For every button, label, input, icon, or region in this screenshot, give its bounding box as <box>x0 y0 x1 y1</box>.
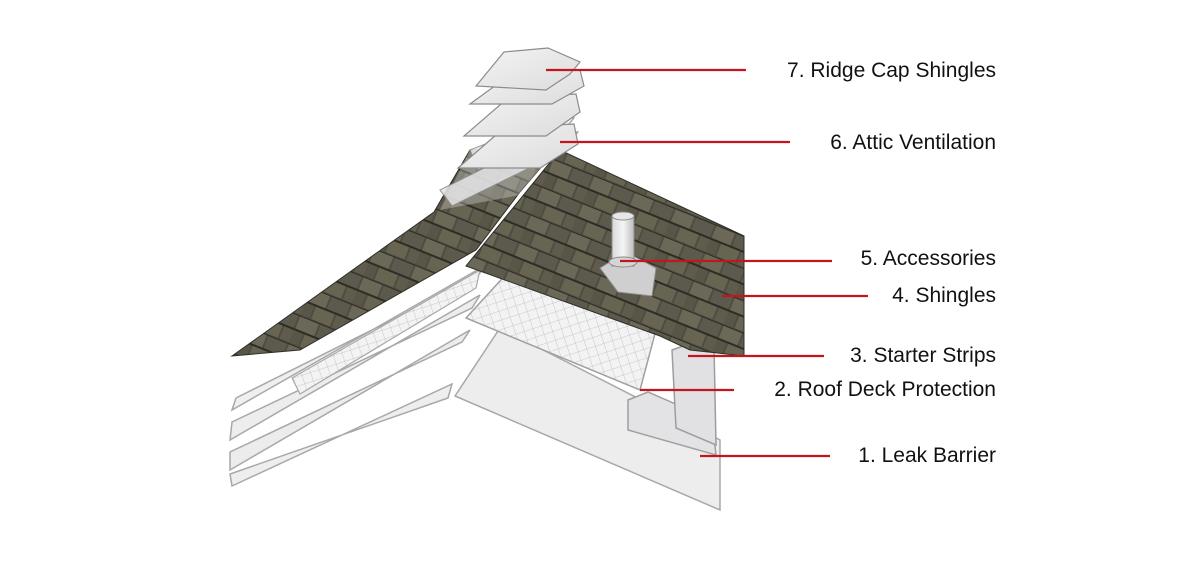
leader-lines <box>546 68 868 458</box>
label-accessories: 5. Accessories <box>861 247 996 270</box>
leak-barrier-sheet-left <box>229 382 454 488</box>
label-leak-barrier: 1. Leak Barrier <box>858 444 996 467</box>
label-roof-deck-protection: 2. Roof Deck Protection <box>774 378 996 401</box>
layer-labels: 7. Ridge Cap Shingles 6. Attic Ventilati… <box>774 59 996 467</box>
deck-sheet-left-2 <box>229 294 481 442</box>
deck-sheet-left-1 <box>229 329 471 472</box>
pipe-boot-accessory <box>599 211 657 297</box>
label-ridge-cap-shingles: 7. Ridge Cap Shingles <box>787 59 996 82</box>
ridge-cap-shingle-1 <box>474 47 581 91</box>
roof-illustration <box>229 47 745 512</box>
label-attic-ventilation: 6. Attic Ventilation <box>830 131 996 154</box>
roof-deck-protection-sheet-left <box>291 268 481 395</box>
label-shingles: 4. Shingles <box>892 284 996 307</box>
shingles-left-slope <box>230 149 558 357</box>
leak-barrier-sheet-right <box>453 327 721 512</box>
label-starter-strips: 3. Starter Strips <box>850 344 996 367</box>
